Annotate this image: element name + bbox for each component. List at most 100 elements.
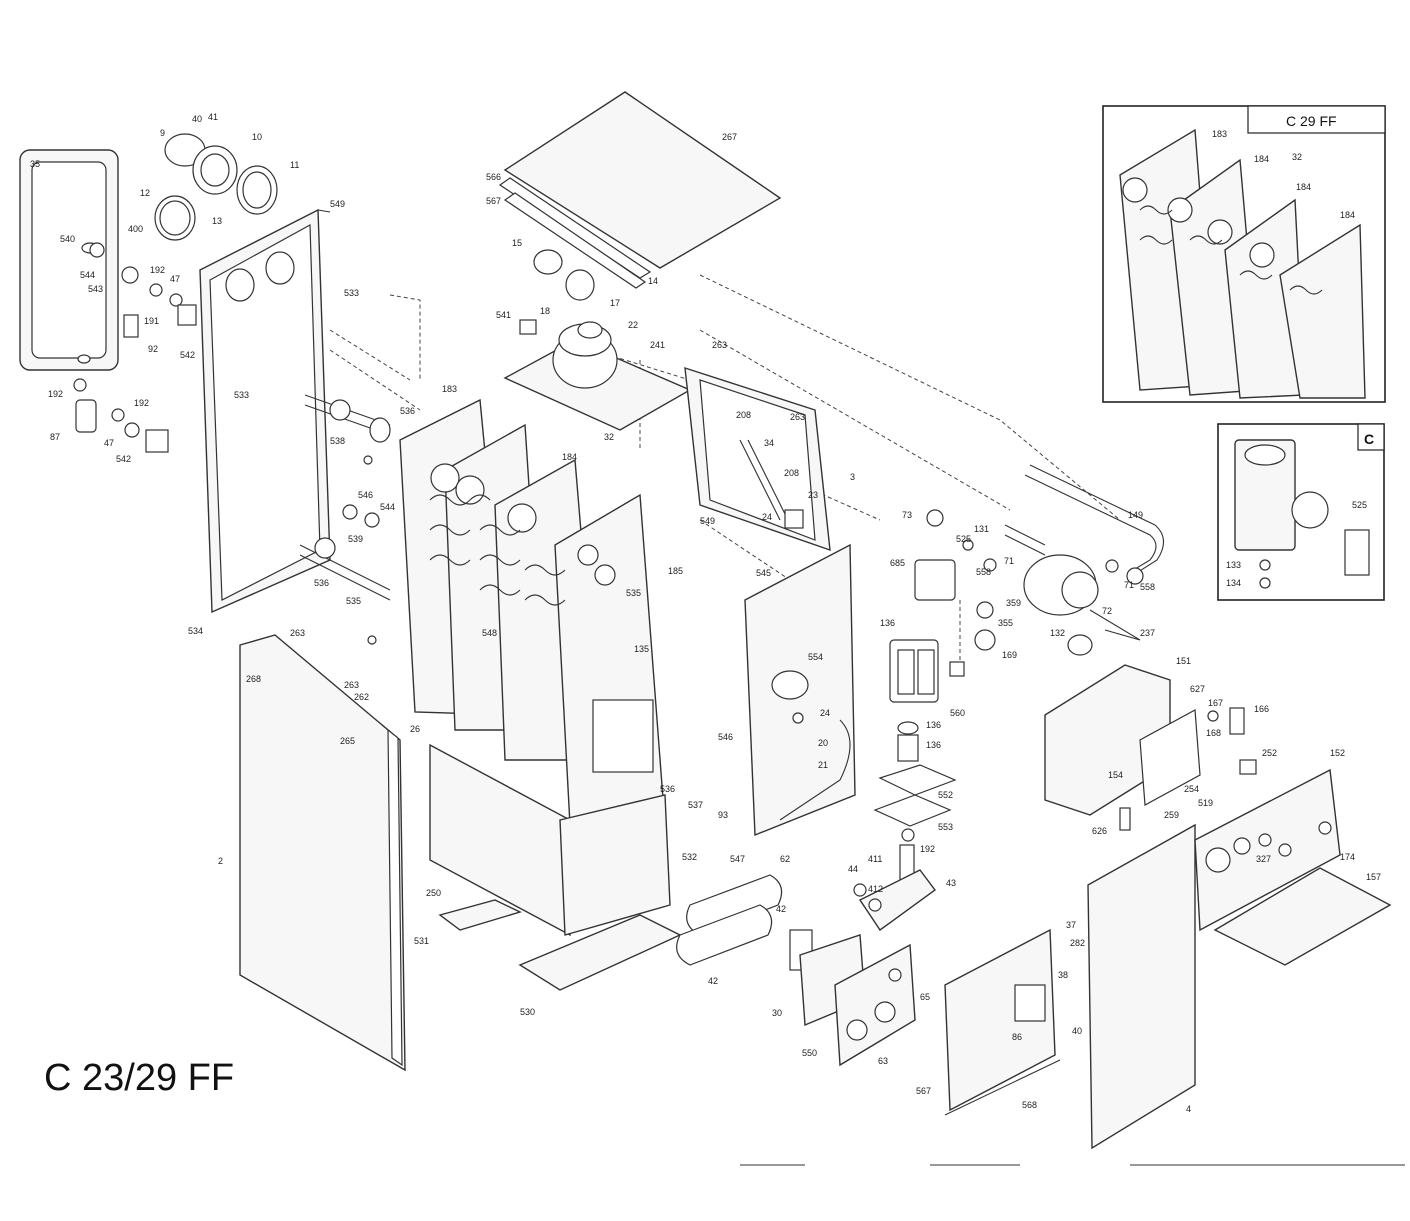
label-9: 9	[160, 128, 165, 138]
label-558-a: 558	[976, 567, 991, 577]
control-box	[1044, 664, 1201, 816]
expansion-vessel	[19, 149, 119, 371]
label-131: 131	[974, 524, 989, 534]
gas-pipe-block	[853, 869, 936, 931]
label-263-b: 263	[344, 680, 359, 690]
label-166: 166	[1254, 704, 1269, 714]
label-17: 17	[610, 298, 620, 308]
vessel-fittings	[73, 242, 197, 453]
label-192-a: 192	[150, 265, 165, 275]
inset-title-c: C	[1364, 431, 1374, 447]
label-541: 541	[496, 310, 511, 320]
label-548: 548	[482, 628, 497, 638]
label-536-b: 536	[314, 578, 329, 588]
label-536-c: 536	[660, 784, 675, 794]
label-92: 92	[148, 344, 158, 354]
inset-title-c29ff: C 29 FF	[1286, 113, 1337, 129]
label-535: 535	[346, 596, 361, 606]
left-side-panel	[239, 634, 406, 1072]
burner-seal-rings	[154, 133, 278, 241]
label-136-c: 136	[926, 740, 941, 750]
label-184: 184	[562, 452, 577, 462]
label-42-b: 42	[708, 976, 718, 986]
label-265: 265	[340, 736, 355, 746]
label-626: 626	[1092, 826, 1107, 836]
label-519: 519	[1198, 798, 1213, 808]
inset-c29ff	[1102, 105, 1386, 403]
label-530: 530	[520, 1007, 535, 1017]
label-41: 41	[208, 112, 218, 122]
label-10: 10	[252, 132, 262, 142]
fan-assembly	[503, 249, 692, 431]
rear-frame	[199, 208, 331, 614]
label-532: 532	[682, 852, 697, 862]
label-135: 135	[634, 644, 649, 654]
label-34: 34	[764, 438, 774, 448]
label-567: 567	[486, 196, 501, 206]
label-192-b: 192	[48, 389, 63, 399]
label-400: 400	[128, 224, 143, 234]
label-536-a: 536	[400, 406, 415, 416]
inset-label-525: 525	[1352, 500, 1367, 510]
label-42-a: 42	[776, 904, 786, 914]
top-cover	[498, 91, 782, 289]
control-plate	[799, 934, 916, 1067]
label-35: 35	[30, 159, 40, 169]
label-263-a: 263	[290, 628, 305, 638]
label-132: 132	[1050, 628, 1065, 638]
label-192-c: 192	[134, 398, 149, 408]
label-549: 549	[330, 199, 345, 209]
label-152: 152	[1330, 748, 1345, 758]
label-21: 21	[818, 760, 828, 770]
label-567-b: 567	[916, 1086, 931, 1096]
label-566: 566	[486, 172, 501, 182]
heat-exchanger	[399, 398, 666, 826]
label-169: 169	[1002, 650, 1017, 660]
label-546: 546	[358, 490, 373, 500]
front-inner-panel	[944, 928, 1061, 1116]
label-252: 252	[1262, 748, 1277, 758]
label-63: 63	[878, 1056, 888, 1066]
label-282: 282	[1070, 938, 1085, 948]
label-531: 531	[414, 936, 429, 946]
label-568: 568	[1022, 1100, 1037, 1110]
label-86: 86	[1012, 1032, 1022, 1042]
label-12: 12	[140, 188, 150, 198]
label-40: 40	[192, 114, 202, 124]
label-627: 627	[1190, 684, 1205, 694]
label-167: 167	[1208, 698, 1223, 708]
label-4: 4	[1186, 1104, 1191, 1114]
label-263-c: 263	[712, 340, 727, 350]
label-537: 537	[688, 800, 703, 810]
label-254: 254	[1184, 784, 1199, 794]
label-542-b: 542	[116, 454, 131, 464]
label-47-a: 47	[170, 274, 180, 284]
label-24-b: 24	[820, 708, 830, 718]
label-535-b: 535	[626, 588, 641, 598]
label-534: 534	[188, 626, 203, 636]
label-136-b: 136	[926, 720, 941, 730]
label-73: 73	[902, 510, 912, 520]
label-151: 151	[1176, 656, 1191, 666]
label-547: 547	[730, 854, 745, 864]
regulator-stack	[873, 721, 957, 896]
inset-label-184-a: 184	[1254, 154, 1269, 164]
burner-tubes	[676, 874, 813, 971]
pump-assembly	[914, 509, 1144, 656]
label-13: 13	[212, 216, 222, 226]
inset-label-183: 183	[1212, 129, 1227, 139]
label-208-b: 208	[784, 468, 799, 478]
label-544: 544	[80, 270, 95, 280]
label-174: 174	[1340, 852, 1355, 862]
label-71-b: 71	[1124, 580, 1134, 590]
label-542-a: 542	[180, 350, 195, 360]
bottom-plates	[438, 899, 682, 991]
label-411: 411	[868, 854, 882, 864]
label-540: 540	[60, 234, 75, 244]
label-37: 37	[1066, 920, 1076, 930]
label-268: 268	[246, 674, 261, 684]
diagram-title: C 23/29 FF	[44, 1057, 234, 1099]
part-labels: 35 9 40 41 10 11 12 13 400 540 544 543 1…	[30, 112, 1381, 1114]
label-185: 185	[668, 566, 683, 576]
inset-c	[1217, 423, 1385, 601]
